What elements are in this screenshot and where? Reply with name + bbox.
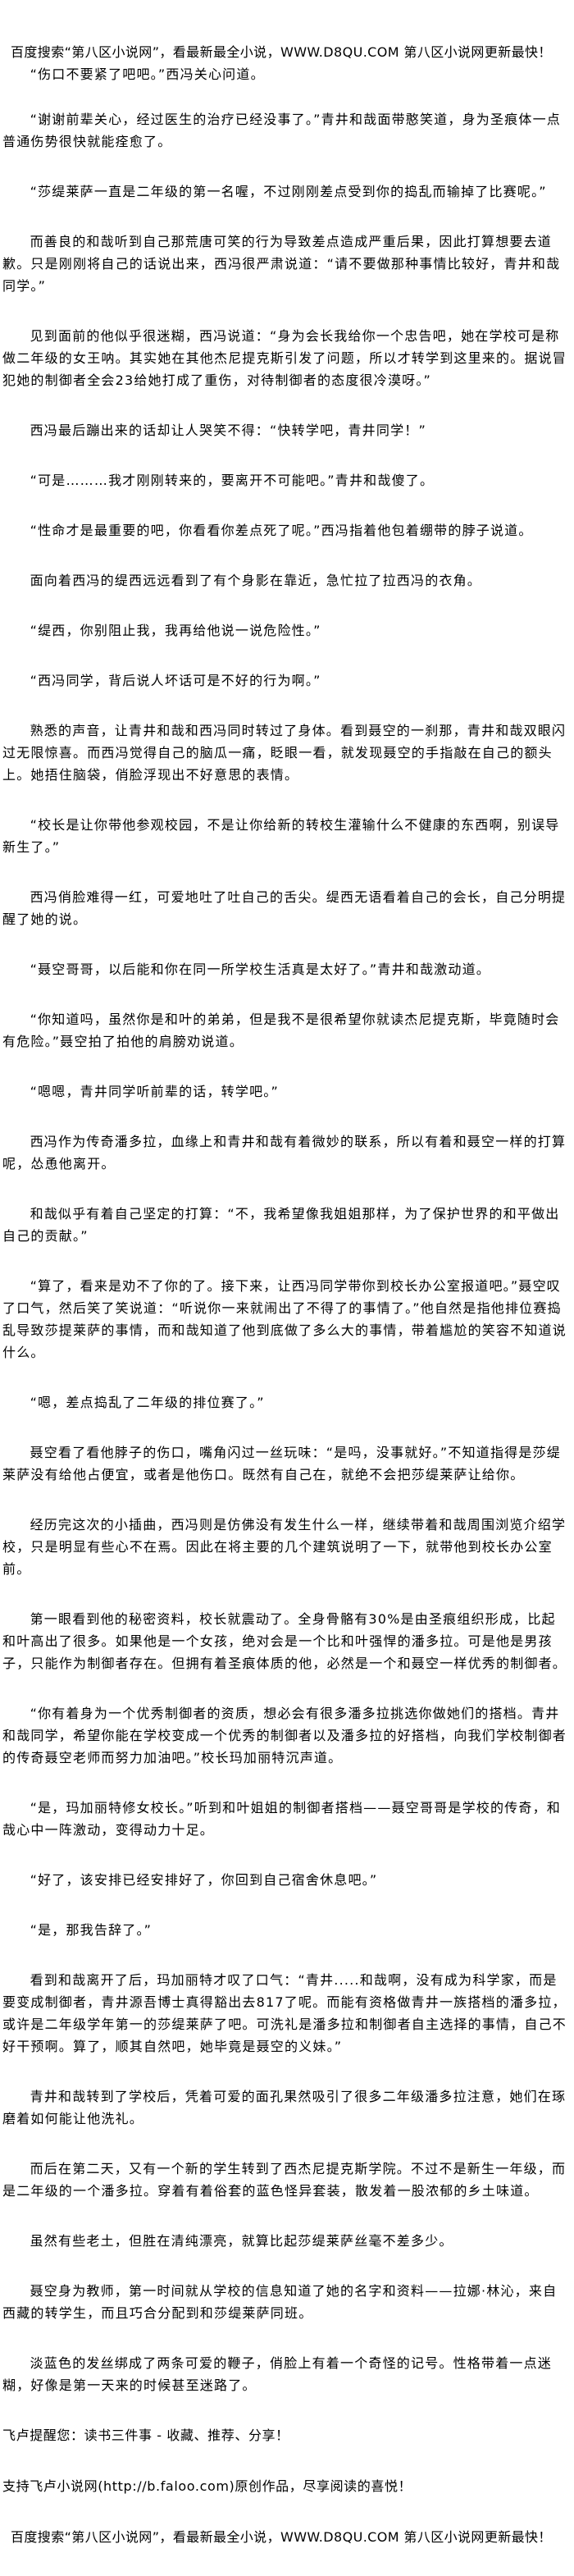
chapter-body: “伤口不要紧了吧吧。”西冯关心问道。 “谢谢前辈关心，经过医生的治疗已经没事了。”… xyxy=(2,63,569,2396)
story-paragraph: “可是………我才刚刚转来的，要离开不可能吧。”青井和哉傻了。 xyxy=(30,473,435,488)
story-paragraph: “缇西，你别阻止我，我再给他说一说危险性。” xyxy=(30,623,321,638)
story-paragraph: 面向着西冯的缇西远远看到了有个身影在靠近，急忙拉了拉西冯的衣角。 xyxy=(30,573,481,588)
story-paragraph: “你知道吗，虽然你是和叶的弟弟，但是我不是很希望你就读杰尼提克斯，毕竟随时会有危… xyxy=(2,1012,560,1049)
story-paragraph: “嗯嗯，青井同学听前辈的话，转学吧。” xyxy=(30,1084,279,1099)
story-paragraph: “谢谢前辈关心，经过医生的治疗已经没事了。”青井和哉面带憨笑道，身为圣痕体一点普… xyxy=(2,112,561,149)
story-paragraph: 而后在第二天，又有一个新的学生转到了西杰尼提克斯学院。不过不是新生一年级，而是二… xyxy=(2,2161,567,2199)
story-paragraph: “嗯，差点捣乱了二年级的排位赛了。” xyxy=(30,1395,265,1410)
story-paragraph: 经历完这次的小插曲，西冯则是仿佛没有发生什么一样，继续带着和哉周围浏览介绍学校，… xyxy=(2,1517,567,1577)
support-notice: 支持飞卢小说网(http://b.faloo.com)原创作品，尽享阅读的喜悦！ xyxy=(2,2478,412,2494)
story-paragraph: 看到和哉离开了后，玛加丽特才叹了口气：“青井.....和哉啊，没有成为科学家，而… xyxy=(2,1972,567,2054)
story-paragraph: 见到面前的他似乎很迷糊，西冯说道：“身为会长我给你一个忠告吧，她在学校可是称做二… xyxy=(2,328,567,388)
story-paragraph: 和哉似乎有着自己坚定的打算：“不，我希望像我姐姐那样，为了保护世界的和平做出自己… xyxy=(2,1206,560,1244)
ad-banner-top: 百度搜索“第八区小说网”，看最新最全小说，WWW.D8QU.COM 第八区小说网… xyxy=(11,44,552,60)
story-paragraph: 聂空身为教师，第一时间就从学校的信息知道了她的名字和资料——拉娜·林沁，来自西藏… xyxy=(2,2283,558,2321)
story-paragraph: “好了，该安排已经安排好了，你回到自己宿舍休息吧。” xyxy=(30,1872,378,1888)
story-paragraph: “你有着身为一个优秀制御者的资质，想必会有很多潘多拉挑选你做她们的搭档。青井和哉… xyxy=(2,1706,567,1765)
story-paragraph: “聂空哥哥，以后能和你在同一所学校生活真是太好了。”青井和哉激动道。 xyxy=(30,961,490,977)
ad-banner-bottom: 百度搜索“第八区小说网”，看最新最全小说，WWW.D8QU.COM 第八区小说网… xyxy=(11,2529,552,2545)
story-paragraph: 第一眼看到他的秘密资料，校长就震动了。全身骨骼有30%是由圣痕组织形成，比起和叶… xyxy=(2,1611,567,1671)
story-paragraph: “校长是让你带他参观校园，不是让你给新的转校生灌输什么不健康的东西啊，别误导新生… xyxy=(2,817,560,855)
story-paragraph: “西冯同学，背后说人坏话可是不好的行为啊。” xyxy=(30,673,321,688)
story-paragraph: 西冯最后蹦出来的话却让人哭笑不得：“快转学吧，青井同学！” xyxy=(30,422,426,438)
story-paragraph: 西冯俏脸难得一红，可爱地吐了吐自己的舌尖。缇西无语看着自己的会长，自己分明提醒了… xyxy=(2,889,567,927)
story-paragraph: “性命才是最重要的吧，你看看你差点死了呢。”西冯指着他包着绷带的脖子说道。 xyxy=(30,523,533,538)
story-paragraph: “是，那我告辞了。” xyxy=(30,1922,153,1938)
story-paragraph: “莎缇莱萨一直是二年级的第一名喔，不过刚刚差点受到你的捣乱而输掉了比赛呢。” xyxy=(30,184,547,199)
story-paragraph: 西冯作为传奇潘多拉，血缘上和青井和哉有着微妙的联系，所以有着和聂空一样的打算呢，… xyxy=(2,1134,567,1172)
story-paragraph: 淡蓝色的发丝绑成了两条可爱的鞭子，俏脸上有着一个奇怪的记号。性格带着一点迷糊，好… xyxy=(2,2355,552,2393)
story-paragraph: 虽然有些老土，但胜在清纯漂亮，就算比起莎缇莱萨丝毫不差多少。 xyxy=(30,2233,453,2249)
reading-reminder: 飞卢提醒您：读书三件事 - 收藏、推荐、分享！ xyxy=(2,2428,289,2443)
story-paragraph: “伤口不要紧了吧吧。”西冯关心问道。 xyxy=(30,66,265,82)
story-paragraph: 而善良的和哉听到自己那荒唐可笑的行为导致差点造成严重后果，因此打算想要去道歉。只… xyxy=(2,234,561,294)
story-paragraph: “是，玛加丽特修女校长。”听到和叶姐姐的制御者搭档——聂空哥哥是学校的传奇，和哉… xyxy=(2,1800,561,1838)
story-paragraph: “算了，看来是劝不了你的了。接下来，让西冯同学带你到校长办公室报道吧。”聂空叹了… xyxy=(2,1278,567,1360)
story-paragraph: 青井和哉转到了学校后，凭着可爱的面孔果然吸引了很多二年级潘多拉注意，她们在琢磨着… xyxy=(2,2089,567,2126)
story-paragraph: 聂空看了看他脖子的伤口，嘴角闪过一丝玩味：“是吗，没事就好。”不知道指得是莎缇莱… xyxy=(2,1445,561,1482)
story-paragraph: 熟悉的声音，让青井和哉和西冯同时转过了身体。看到聂空的一刹那，青井和哉双眼闪过无… xyxy=(2,723,567,783)
